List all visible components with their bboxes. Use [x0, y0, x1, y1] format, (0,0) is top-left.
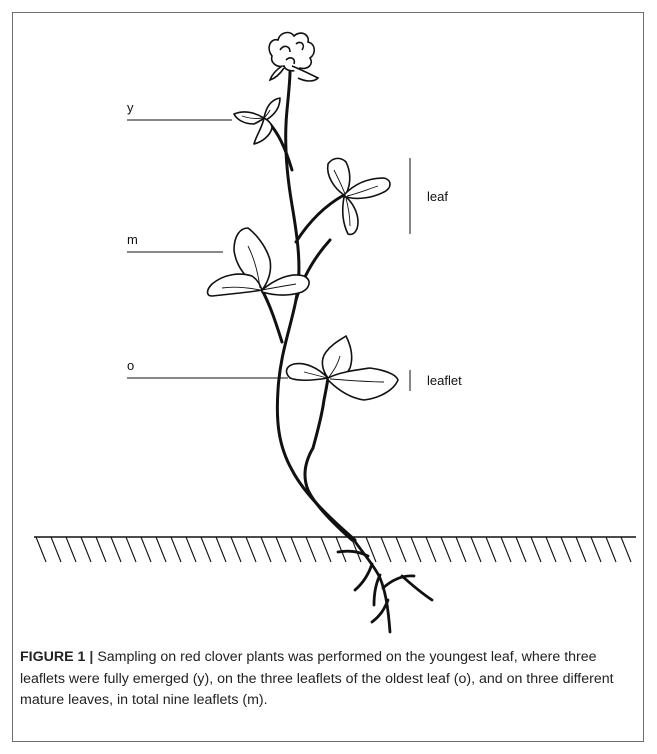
hatch-mark [486, 537, 496, 562]
hatch-mark [126, 537, 136, 562]
young-leaf [234, 98, 280, 144]
hatch-mark [276, 537, 286, 562]
hatch-mark [546, 537, 556, 562]
lower-stem [305, 448, 352, 540]
hatch-mark [96, 537, 106, 562]
root-branch-1 [355, 564, 372, 590]
hatch-mark [471, 537, 481, 562]
hatch-mark [201, 537, 211, 562]
caption-text: Sampling on red clover plants was perfor… [20, 649, 614, 708]
hatch-mark [111, 537, 121, 562]
hatch-mark [606, 537, 616, 562]
mature-label: m [127, 232, 138, 247]
hatch-mark [576, 537, 586, 562]
hatch-mark [231, 537, 241, 562]
young-label: y [127, 100, 134, 115]
hatch-mark [171, 537, 181, 562]
oldest-label: o [127, 358, 134, 373]
hatch-mark [141, 537, 151, 562]
lower-petiole [313, 378, 328, 448]
flower-head [269, 33, 318, 81]
hatch-mark [396, 537, 406, 562]
hatch-mark [621, 537, 631, 562]
hatch-mark [336, 537, 346, 562]
main-stem [277, 72, 355, 540]
hatch-mark [261, 537, 271, 562]
figure-caption: FIGURE 1 | Sampling on red clover plants… [20, 647, 630, 712]
hatch-mark [591, 537, 601, 562]
mature-leaf [208, 228, 310, 296]
hatch-mark [381, 537, 391, 562]
hatch-mark [516, 537, 526, 562]
soil-hatching [36, 537, 631, 562]
hatch-mark [36, 537, 46, 562]
hatch-mark [456, 537, 466, 562]
hatch-mark [246, 537, 256, 562]
right-upper-leaf [328, 158, 390, 234]
stems [262, 72, 355, 540]
leaflet-label: leaflet [427, 373, 462, 388]
figure-label: FIGURE 1 [20, 649, 85, 665]
hatch-mark [81, 537, 91, 562]
hatch-mark [66, 537, 76, 562]
hatch-mark [186, 537, 196, 562]
hatch-mark [291, 537, 301, 562]
middle-leaf-petiole [262, 290, 282, 342]
hatch-mark [306, 537, 316, 562]
leaf-label: leaf [427, 189, 448, 204]
hatch-mark [441, 537, 451, 562]
hatch-mark [321, 537, 331, 562]
hatch-mark [156, 537, 166, 562]
root-branch-3 [402, 576, 432, 600]
hatch-mark [51, 537, 61, 562]
hatch-mark [216, 537, 226, 562]
hatch-mark [561, 537, 571, 562]
hatch-mark [411, 537, 421, 562]
right-leaf-petiole [296, 195, 344, 242]
oldest-leaf [287, 336, 398, 400]
root-branch-5 [374, 575, 380, 605]
hatch-mark [426, 537, 436, 562]
hatch-mark [501, 537, 511, 562]
hatch-mark [531, 537, 541, 562]
